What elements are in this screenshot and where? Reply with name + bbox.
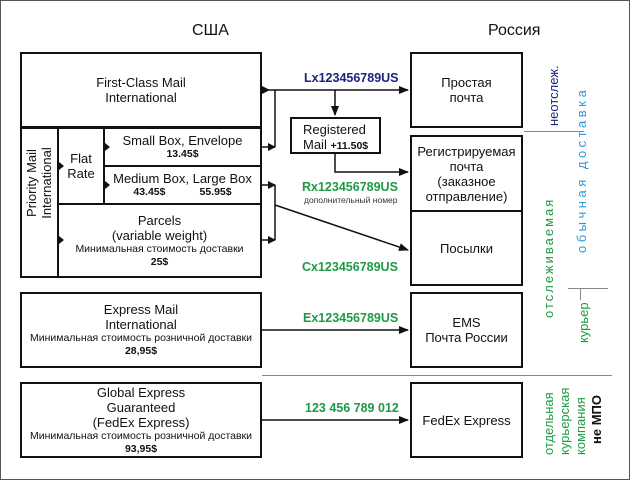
simple-mail-box: Простая почта [410, 52, 523, 128]
label-regular-delivery: обычная доставка [574, 86, 589, 253]
parcels-box: Parcels (variable weight) Минимальная ст… [57, 203, 262, 278]
separator-courier-tick [580, 288, 581, 300]
ems-line2: Почта России [425, 330, 508, 345]
reg-post-line4: отправление) [425, 188, 508, 204]
code-fedex: 123 456 789 012 [305, 401, 399, 415]
global-express-line1: Global Express [96, 384, 186, 400]
fedex-ru-label: FedEx Express [422, 412, 511, 428]
small-box-title: Small Box, Envelope [122, 133, 243, 148]
first-class-line1: First-Class Mail [96, 75, 186, 90]
arrow-registered-to-post [334, 154, 409, 176]
large-box-price: 55.95$ [199, 186, 232, 198]
code-lx: Lx123456789US [304, 71, 399, 85]
arrow-to-parcels-ru [274, 204, 409, 251]
parcels-line2: (variable weight) [111, 227, 208, 243]
label-separate-3: компания [573, 397, 588, 455]
express-line2: International [105, 317, 177, 332]
flat-rate-line2: Rate [67, 166, 95, 181]
express-line1: Express Mail [103, 302, 179, 317]
ems-box: EMS Почта России [410, 292, 523, 368]
global-express-note: Минимальная стоимость розничной доставки [29, 429, 253, 442]
reg-post-line1: Регистрируемая [417, 143, 516, 159]
simple-line2: почта [449, 90, 484, 105]
arrowhead-parcels [268, 236, 276, 244]
global-express-line3: (FedEx Express) [92, 414, 190, 430]
fedex-ru-box: FedEx Express [410, 382, 523, 458]
global-express-line2: Guaranteed [106, 399, 176, 415]
registered-line1: Registered [303, 122, 366, 137]
russia-header: Россия [488, 22, 541, 39]
medium-large-title: Medium Box, Large Box [113, 171, 252, 186]
flat-rate-box: Flat Rate [57, 127, 105, 205]
express-mail-box: Express Mail International Минимальная с… [20, 292, 262, 368]
global-express-box: Global Express Guaranteed (FedEx Express… [20, 382, 262, 458]
separator-courier [568, 288, 608, 289]
reg-post-line2: почта [449, 158, 484, 174]
medium-box-price: 43.45$ [133, 186, 166, 198]
parcels-ru-box: Посылки [410, 210, 523, 286]
code-ex: Ex123456789US [303, 311, 399, 325]
parcels-note: Минимальная стоимость доставки [75, 242, 244, 255]
arrowhead-medium-box [268, 181, 276, 189]
registered-post-box: Регистрируемая почта (заказное отправлен… [410, 135, 523, 212]
arrowhead-small-box [268, 143, 276, 151]
registered-price: +11.50$ [330, 140, 369, 152]
label-tracked: отслеживаемая [541, 197, 556, 318]
label-untracked: неотслеж. [546, 65, 561, 126]
parcels-line1: Parcels [137, 212, 182, 228]
registered-line2: Mail [303, 137, 327, 152]
reg-post-line3: (заказное [437, 173, 496, 189]
label-separate-2: курьерская [557, 387, 572, 455]
simple-line1: Простая [441, 75, 492, 90]
code-cx: Cx123456789US [302, 260, 398, 274]
code-rx: Rx123456789US [302, 180, 398, 194]
usa-header: США [192, 22, 229, 39]
global-express-price: 93,95$ [124, 442, 158, 455]
label-courier: курьер [576, 302, 591, 343]
separator-fedex-row [262, 375, 612, 376]
registered-mail-box: Registered Mail +11.50$ [290, 117, 381, 154]
express-note: Минимальная стоимость розничной доставки [29, 332, 253, 344]
first-class-line2: International [105, 90, 177, 105]
flat-rate-line1: Flat [70, 151, 92, 166]
ems-line1: EMS [452, 315, 481, 330]
parcels-ru-label: Посылки [440, 240, 493, 256]
label-not-mpo: не МПО [589, 395, 604, 444]
separator-untracked [524, 131, 584, 132]
express-price: 28,95$ [124, 345, 158, 357]
medium-large-box: Medium Box, Large Box 43.45$ 55.95$ [103, 165, 262, 205]
arrowhead-first-class [262, 86, 270, 94]
parcels-price: 25$ [150, 255, 169, 268]
small-box-price: 13.45$ [166, 148, 199, 160]
label-separate-1: отдельная [541, 392, 556, 455]
code-rx-note: дополнительный номер [304, 195, 398, 205]
